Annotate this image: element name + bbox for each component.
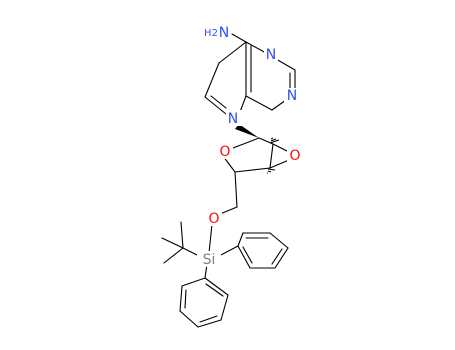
amine-bond [231, 33, 247, 43]
pyrimidine-ring [245, 41, 296, 111]
epoxide-ring [269, 143, 290, 169]
phenyl-ring-b [179, 277, 229, 328]
tert-butyl-group [161, 221, 200, 264]
svg-text:H2N: H2N [204, 25, 229, 41]
amine-h2-label: H2 [204, 28, 218, 39]
silyl-ether-oxygen-label: O [208, 211, 219, 227]
silyl-ether-linker [208, 171, 238, 254]
epoxide-oxygen-label: O [289, 148, 300, 164]
pyrrole-ring [204, 41, 247, 115]
stereo-hash-bonds [267, 137, 280, 174]
amine-n-label: N [219, 25, 229, 41]
pyrimidine-n1-label: N [287, 88, 297, 104]
phenyl-ring-a [237, 232, 289, 269]
stereo-wedge-bond [235, 124, 259, 138]
pyrimidine-n3-label: N [266, 47, 276, 63]
amine-label: H2N [203, 24, 231, 42]
phenyl-bond-a [218, 245, 239, 257]
pyrrole-n7-label: N [228, 111, 238, 127]
silicon-label: Si [203, 252, 216, 268]
ring-oxygen-label: O [219, 144, 230, 160]
